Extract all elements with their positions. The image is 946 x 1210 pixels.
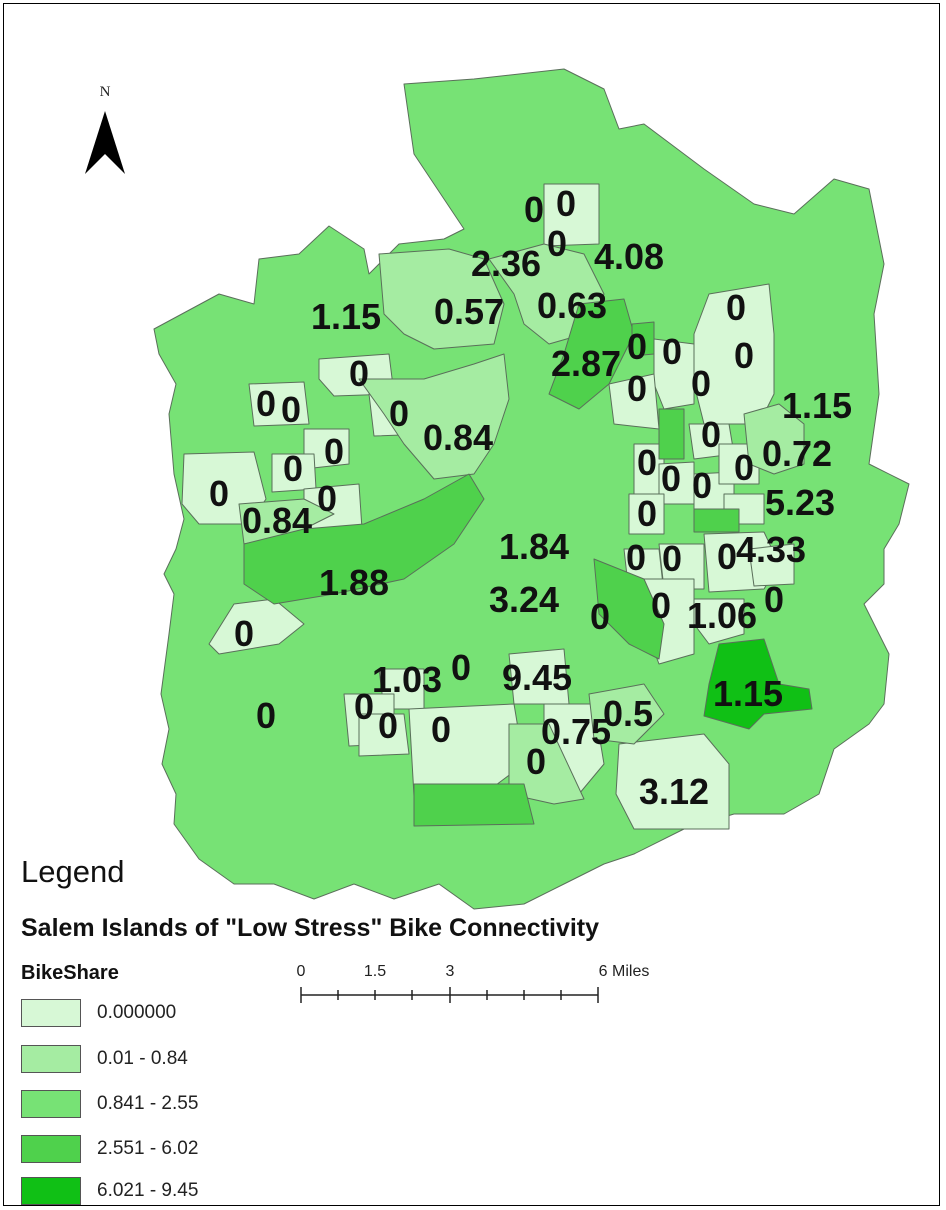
bikeshare-value-label: 1.15 [311,296,381,337]
zones-class-4 [703,638,813,730]
bikeshare-value-label: 0 [256,383,276,424]
bikeshare-value-label: 0 [378,705,398,746]
scale-bar: 0 1.5 3 6 Miles [297,963,650,1003]
bikeshare-value-label: 1.88 [319,562,389,603]
legend-item: 0.841 - 2.55 [21,1089,198,1119]
bikeshare-value-label: 3.12 [639,771,709,812]
bikeshare-value-label: 0 [234,613,254,654]
bikeshare-value-label: 0 [324,431,344,472]
legend-item-label: 0.01 - 0.84 [97,1048,188,1069]
scale-tick-label: 6 Miles [599,963,650,980]
bikeshare-value-label: 0 [764,579,784,620]
bikeshare-value-label: 0.75 [541,711,611,752]
north-arrow-icon [85,111,105,174]
bikeshare-value-label: 0.84 [423,417,493,458]
bikeshare-value-label: 0 [627,368,647,409]
bikeshare-value-label: 0.63 [537,285,607,326]
scale-tick-label: 0 [297,963,306,980]
legend-subtitle: Salem Islands of "Low Stress" Bike Conne… [21,914,600,942]
bikeshare-value-label: 0 [692,465,712,506]
bikeshare-value-label: 0 [354,686,374,727]
legend-item: 2.551 - 6.02 [21,1134,198,1164]
legend-swatch [21,999,81,1027]
legend-item-label: 2.551 - 6.02 [97,1138,199,1159]
bikeshare-value-label: 5.23 [765,482,835,523]
legend-item: 6.021 - 9.45 [21,1176,198,1206]
bikeshare-value-label: 0 [662,331,682,372]
bikeshare-value-label: 0 [726,287,746,328]
bikeshare-value-label: 0 [734,447,754,488]
bikeshare-value-label: 0 [701,414,721,455]
bikeshare-value-label: 2.36 [471,243,541,284]
bikeshare-value-label: 0 [281,389,301,430]
bikeshare-value-label: 0.57 [434,291,504,332]
legend-item-label: 0.841 - 2.55 [97,1093,199,1114]
bikeshare-value-label: 0.72 [762,433,832,474]
bikeshare-value-label: 0 [627,326,647,367]
bikeshare-value-label: 0.5 [603,693,653,734]
bikeshare-value-label: 0 [637,442,657,483]
bikeshare-value-label: 0 [661,458,681,499]
legend-item-label: 0.000000 [97,1002,177,1023]
bikeshare-value-label: 0 [256,695,276,736]
legend-field-name: BikeShare [21,962,119,984]
bikeshare-value-label: 0 [209,473,229,514]
legend-swatch [21,1177,81,1205]
bikeshare-value-label: 1.15 [713,673,783,714]
bikeshare-value-label: 0 [691,363,711,404]
bikeshare-value-label: 0 [590,596,610,637]
bikeshare-value-label: 0 [637,493,657,534]
bikeshare-value-label: 0 [283,448,303,489]
zones-class-3 [243,298,740,827]
bikeshare-value-label: 1.84 [499,526,569,567]
bikeshare-value-label: 0 [717,536,737,577]
bikeshare-value-label: 1.03 [372,659,442,700]
bikeshare-value-label: 0 [526,741,546,782]
scale-tick-label: 1.5 [364,963,386,980]
legend-swatch [21,1090,81,1118]
legend-item: 0.000000 [21,998,176,1028]
bikeshare-value-label: 0 [524,189,544,230]
bikeshare-value-label: 0 [317,478,337,519]
bikeshare-value-label: 0.84 [242,500,312,541]
legend-item: 0.01 - 0.84 [21,1044,188,1074]
bikeshare-value-label: 0 [651,585,671,626]
north-arrow: N [85,84,125,174]
legend-item-label: 6.021 - 9.45 [97,1180,199,1201]
scale-tick-label: 3 [446,963,455,980]
bikeshare-value-label: 0 [431,709,451,750]
bikeshare-value-label: 4.33 [736,529,806,570]
bikeshare-value-label: 1.06 [687,595,757,636]
bikeshare-value-label: 2.87 [551,343,621,384]
north-letter: N [100,84,111,100]
bikeshare-value-label: 0 [734,335,754,376]
bikeshare-value-label: 3.24 [489,579,559,620]
legend-title: Legend [21,854,125,889]
bikeshare-value-label: 0 [547,223,567,264]
bikeshare-value-label: 9.45 [502,657,572,698]
bikeshare-value-label: 0 [349,353,369,394]
bikeshare-value-label: 0 [556,183,576,224]
bikeshare-value-label: 0 [662,538,682,579]
bikeshare-value-label: 4.08 [594,236,664,277]
bikeshare-value-label: 0 [389,393,409,434]
bikeshare-value-label: 0 [626,537,646,578]
bikeshare-value-label: 0 [451,647,471,688]
bikeshare-value-label: 1.15 [782,385,852,426]
legend-swatch [21,1135,81,1163]
legend-swatch [21,1045,81,1073]
